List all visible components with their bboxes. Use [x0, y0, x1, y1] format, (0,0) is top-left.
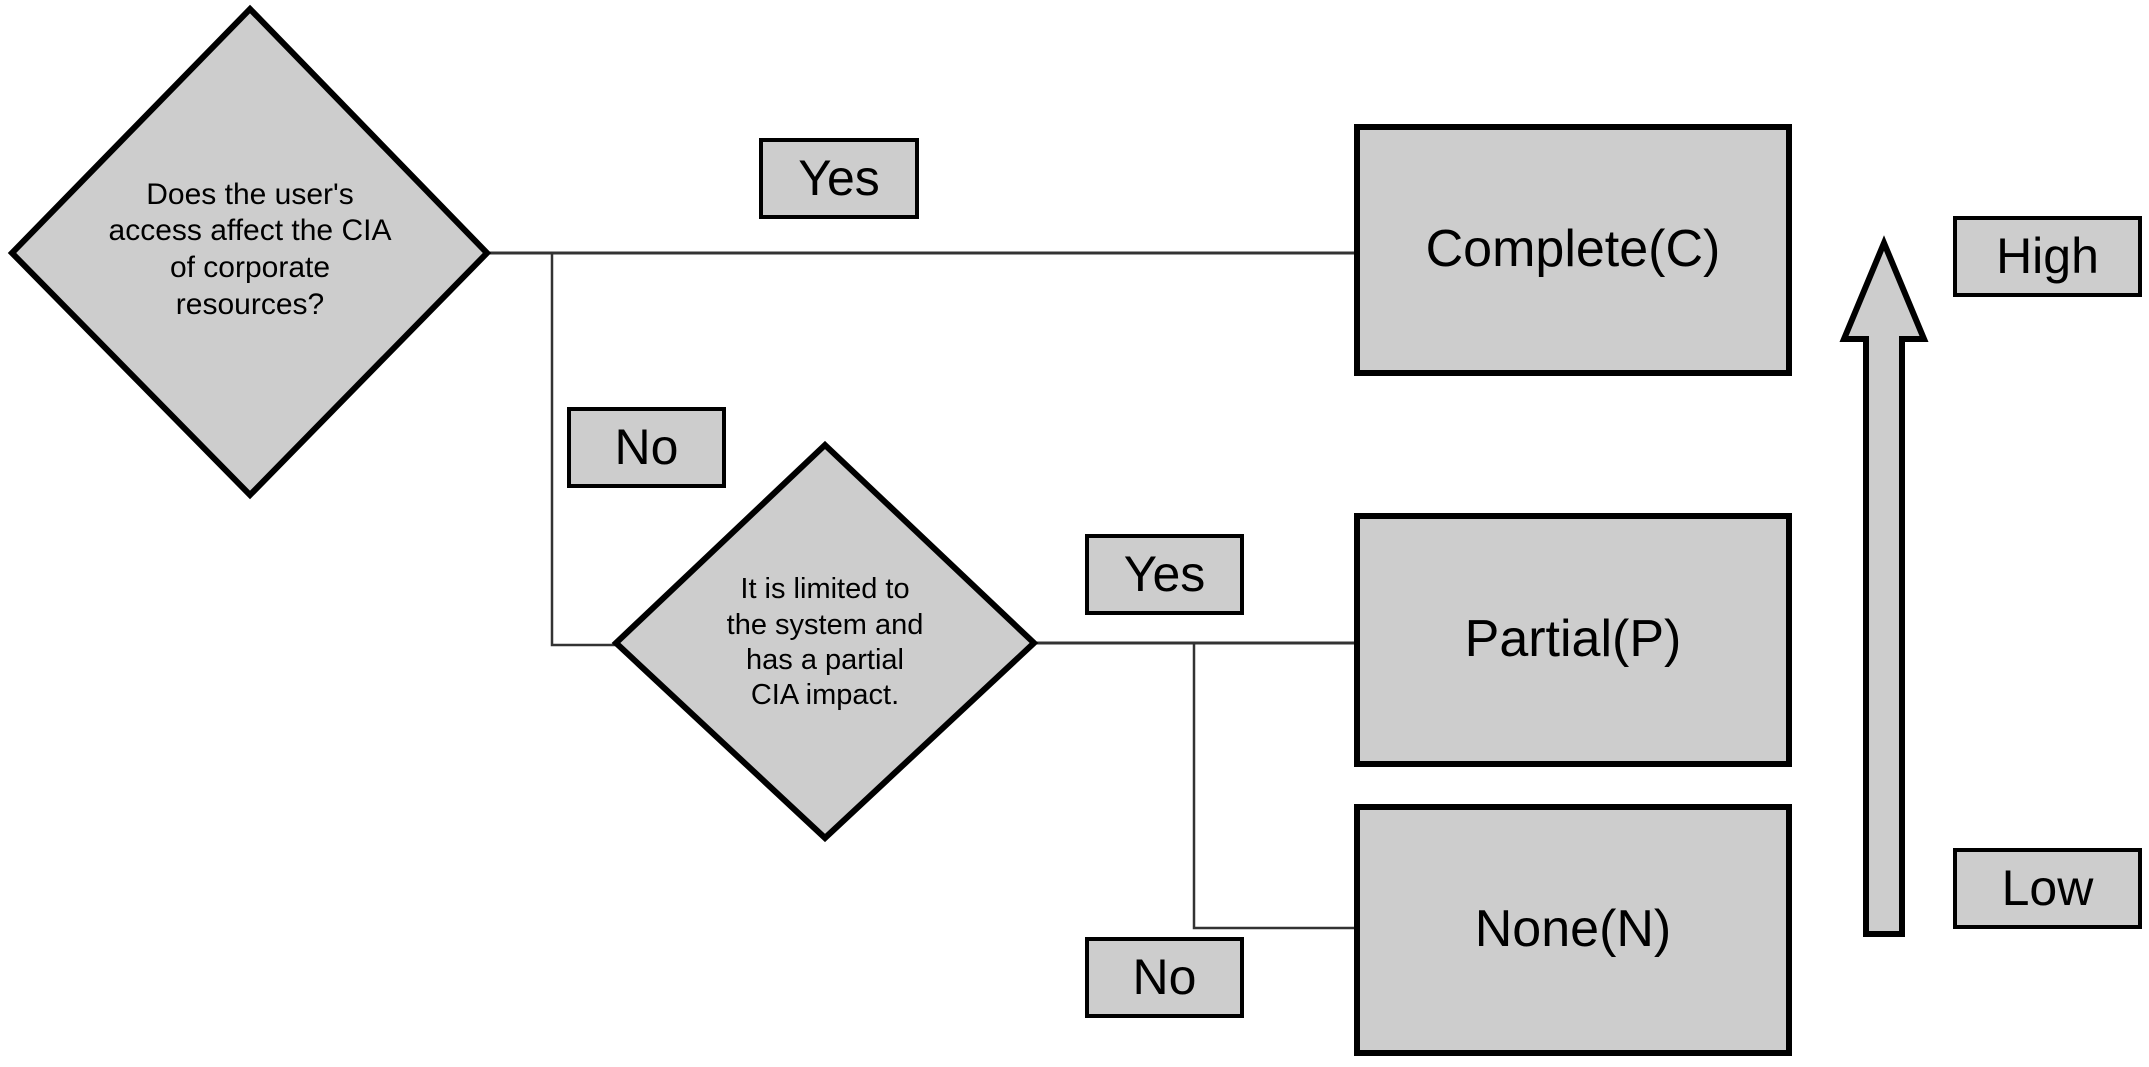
- result-box-complete: [1354, 124, 1792, 376]
- connector-no-to-none: [1192, 643, 1357, 930]
- decision-diamond-1: [7, 4, 492, 500]
- connector-layer: [487, 251, 1357, 930]
- edge-label-box-yes-partial: [1085, 534, 1244, 615]
- edge-label-box-yes-complete: [759, 138, 919, 219]
- scale-label-box-low: [1953, 848, 2142, 929]
- edge-label-box-no-decision2: [567, 407, 726, 488]
- connector-no-to-decision2: [550, 253, 616, 647]
- severity-arrow-up-icon: [1839, 235, 1929, 937]
- decision-diamond-2: [611, 440, 1039, 843]
- result-box-partial: [1354, 513, 1792, 767]
- result-box-none: [1354, 804, 1792, 1056]
- scale-label-box-high: [1953, 216, 2142, 297]
- edge-label-box-no-none: [1085, 937, 1244, 1018]
